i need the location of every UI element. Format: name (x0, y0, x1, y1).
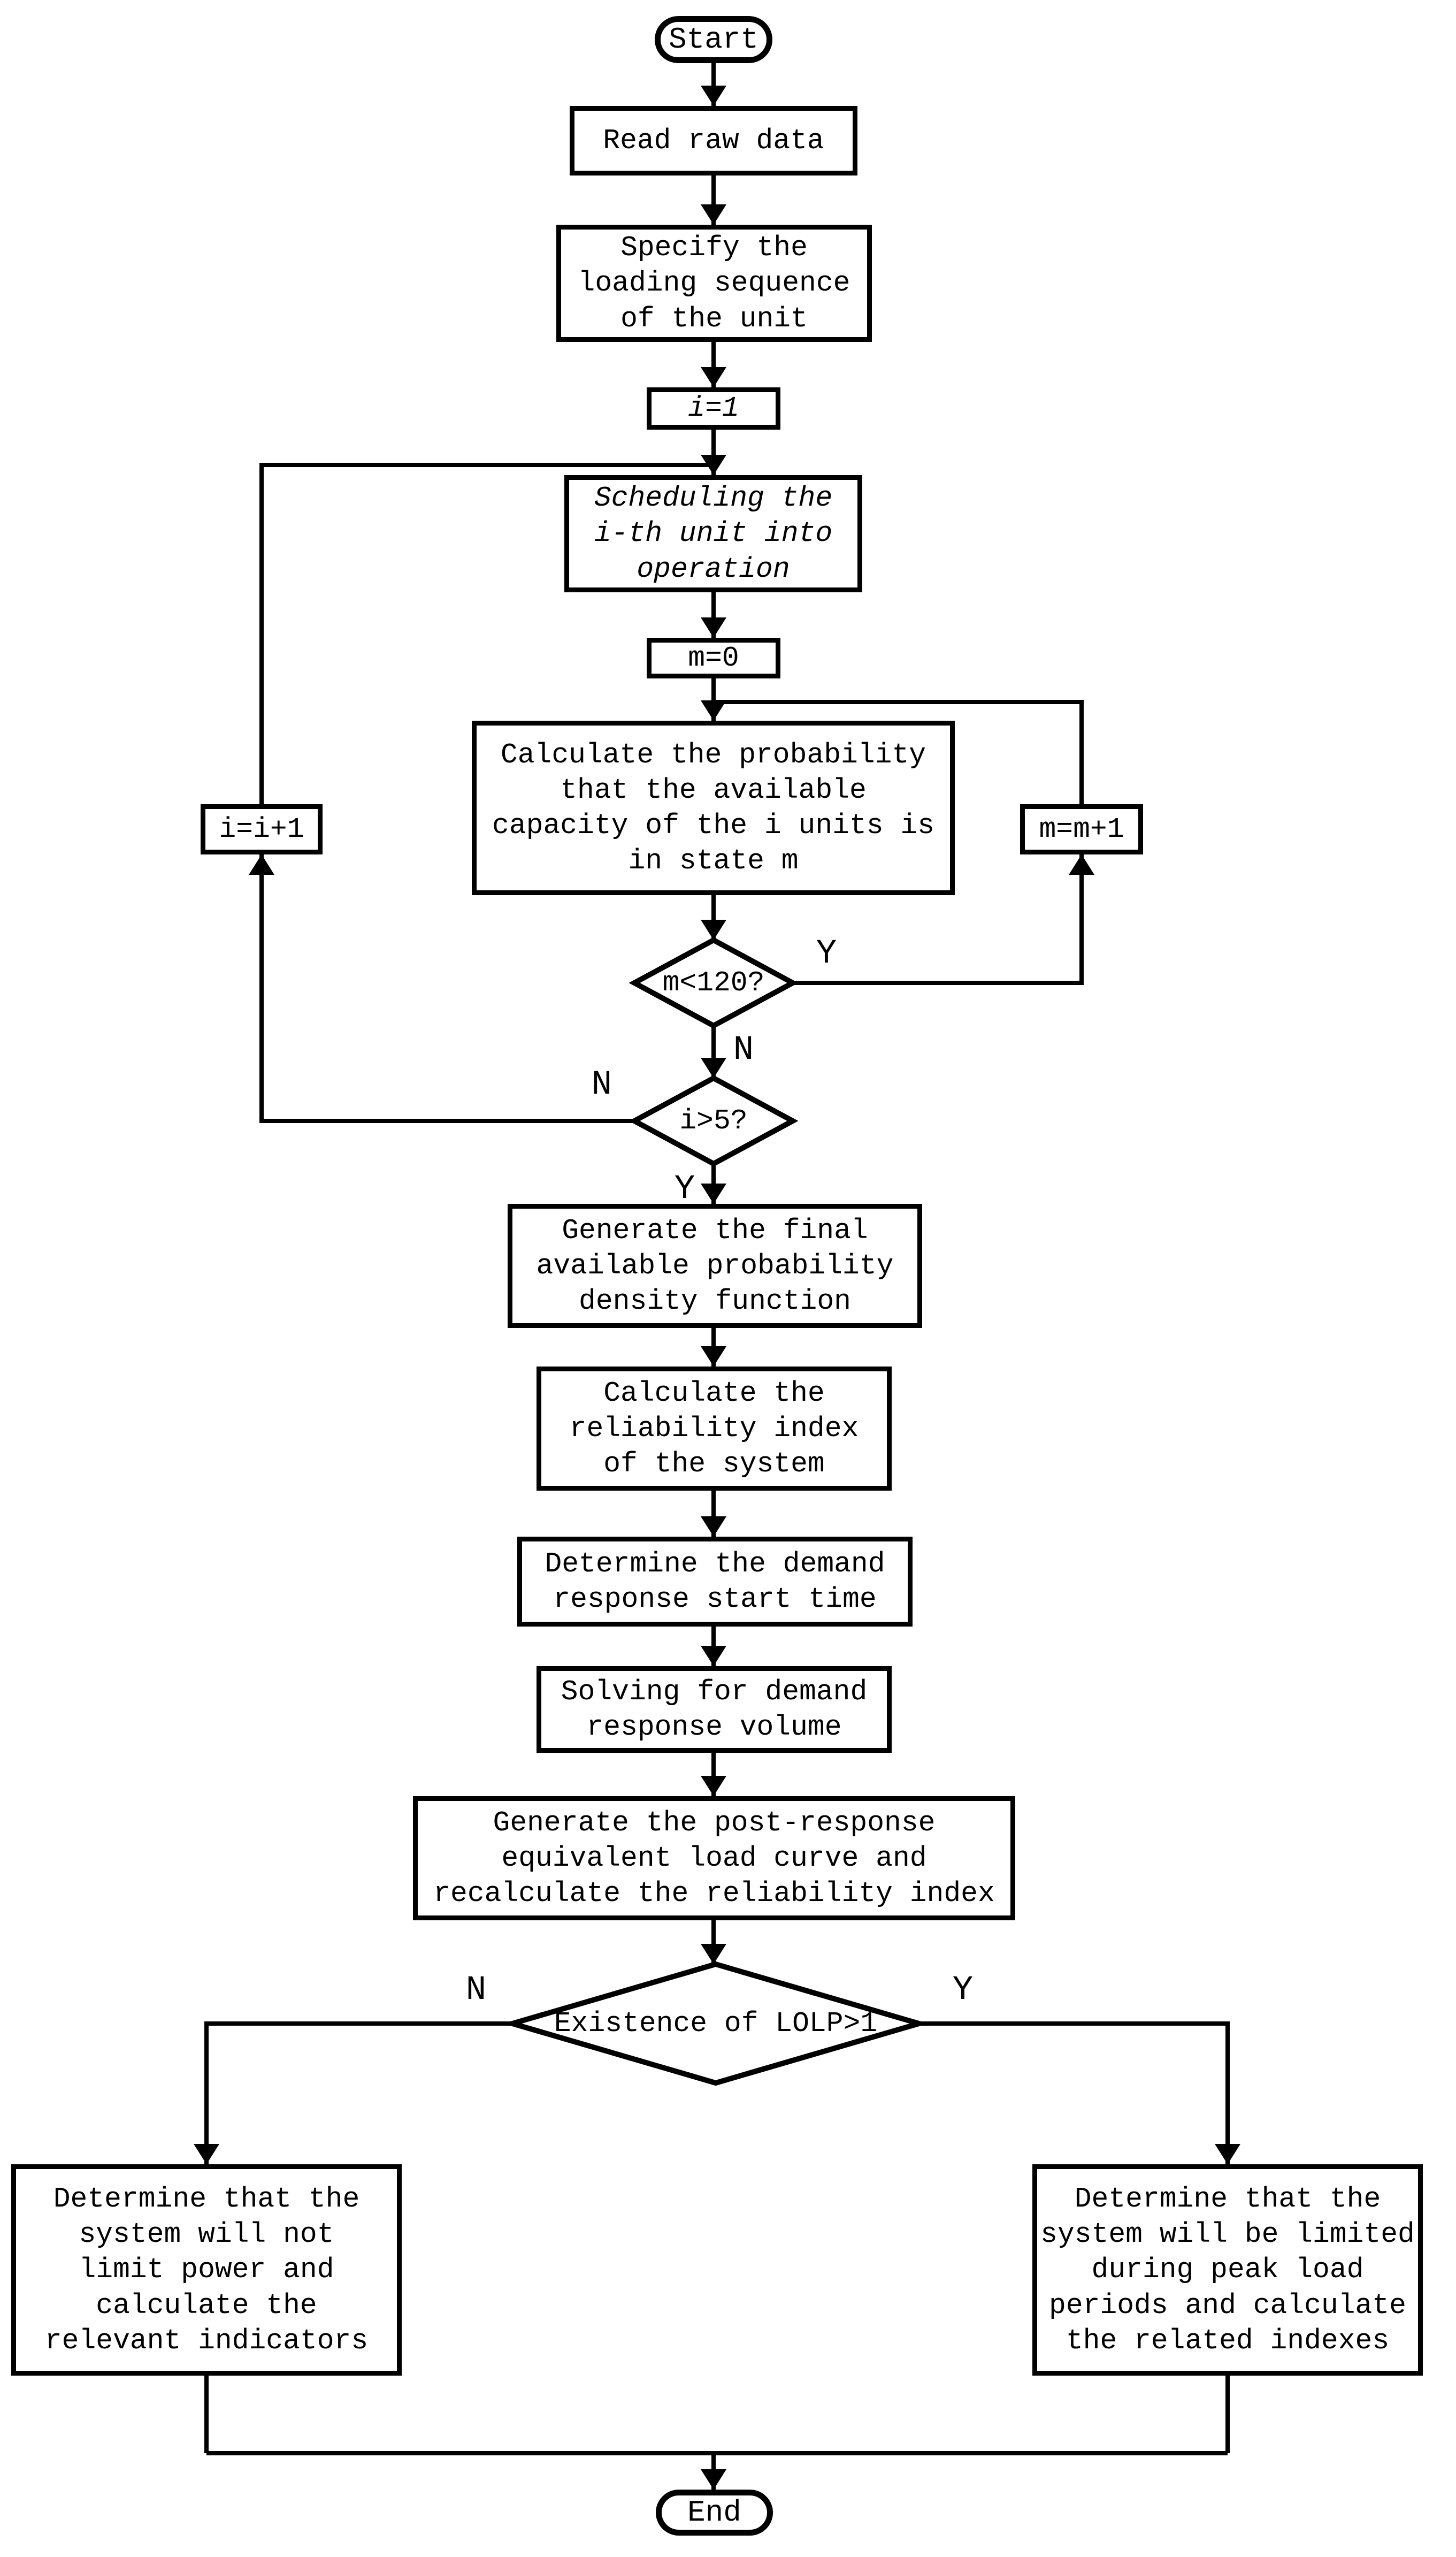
edge-deci-no-loop (259, 854, 634, 1123)
arrowhead (701, 367, 726, 387)
arrowhead (701, 700, 726, 721)
process-no-power-limit: Determine that the system will not limit… (11, 2164, 402, 2376)
process-specify-loading-sequence-label: Specify the loading sequence of the unit (578, 232, 850, 335)
process-increment-m-label: m=m+1 (1039, 813, 1124, 845)
process-generate-final-pdf: Generate the final available probability… (508, 1204, 922, 1328)
arrowhead (701, 1776, 726, 1796)
arrowhead (701, 1944, 726, 1964)
decision-m-label: m<120? (634, 940, 793, 1026)
branch-label-m-yes: Y (816, 934, 837, 973)
arrowhead (701, 2469, 726, 2490)
process-scheduling-unit-label: Scheduling the i-th unit into operation (594, 482, 833, 585)
arrowhead (249, 854, 274, 875)
decision-i-label: i>5? (634, 1078, 793, 1164)
process-calc-reliability-index-label: Calculate the reliability index of the s… (569, 1377, 859, 1480)
branch-label-m-no: N (733, 1031, 754, 1070)
process-determine-dr-start-time-label: Determine the demand response start time (545, 1547, 885, 1615)
process-calc-probability-label: Calculate the probability that the avail… (492, 738, 934, 877)
branch-label-lolp-yes: Y (952, 1971, 974, 2010)
arrowhead (1069, 854, 1094, 875)
decision-i-text: i>5? (679, 1104, 748, 1137)
process-generate-post-response-curve-label: Generate the post-response equivalent lo… (433, 1806, 995, 1910)
process-read-raw-data: Read raw data (570, 106, 857, 175)
process-solve-dr-volume-label: Solving for demand response volume (561, 1675, 868, 1743)
process-init-m: m=0 (647, 638, 780, 678)
arrowheads (194, 86, 1240, 2490)
process-determine-dr-start-time: Determine the demand response start time (517, 1537, 913, 1627)
arrowhead (701, 86, 726, 106)
arrowhead (701, 920, 726, 940)
process-increment-i: i=i+1 (201, 804, 323, 854)
start-label: Start (668, 22, 759, 57)
process-generate-post-response-curve: Generate the post-response equivalent lo… (413, 1796, 1015, 1920)
decision-m-text: m<120? (662, 966, 765, 999)
end-terminator: End (656, 2490, 773, 2536)
edge-decm-yes-loop (793, 854, 1084, 985)
process-init-i: i=1 (647, 387, 780, 430)
process-generate-final-pdf-label: Generate the final available probability… (536, 1214, 894, 1318)
process-calc-probability: Calculate the probability that the avail… (472, 721, 955, 895)
decision-lolp-diamond (503, 1961, 929, 2086)
arrowhead (701, 1058, 726, 1078)
process-increment-i-label: i=i+1 (219, 813, 304, 845)
arrowhead (701, 1184, 726, 1204)
process-init-m-label: m=0 (688, 642, 739, 674)
start-terminator: Start (655, 16, 772, 63)
arrowhead (1215, 2144, 1240, 2164)
decision-m-diamond (629, 937, 799, 1029)
branch-label-i-yes: Y (674, 1170, 695, 1209)
process-specify-loading-sequence: Specify the loading sequence of the unit (556, 225, 872, 342)
edge-inci-scheduling (259, 463, 714, 804)
arrowhead (701, 617, 726, 638)
process-read-raw-data-label: Read raw data (603, 124, 824, 157)
arrowhead (194, 2144, 219, 2164)
process-solve-dr-volume: Solving for demand response volume (537, 1666, 892, 1753)
decision-lolp-label: Existence of LOLP>1 (512, 1964, 919, 2083)
branch-label-lolp-no: N (465, 1971, 487, 2010)
process-power-limited: Determine that the system will be limite… (1032, 2164, 1423, 2376)
process-power-limited-label: Determine that the system will be limite… (1040, 2182, 1415, 2357)
process-scheduling-unit: Scheduling the i-th unit into operation (564, 475, 862, 592)
process-increment-m: m=m+1 (1020, 804, 1143, 854)
arrowhead (701, 204, 726, 225)
arrowhead (701, 1646, 726, 1666)
arrowhead (701, 1516, 726, 1537)
arrowhead (701, 455, 726, 475)
process-no-power-limit-label: Determine that the system will not limit… (44, 2182, 369, 2357)
edge-declolp-no (204, 2021, 512, 2164)
edge-incm-calcprob (714, 700, 1084, 804)
process-init-i-label: i=1 (688, 392, 739, 425)
arrowhead (701, 1346, 726, 1367)
decision-lolp-text: Existence of LOLP>1 (554, 2007, 878, 2040)
decision-diamonds (503, 937, 929, 2086)
end-label: End (687, 2495, 741, 2530)
edge-declolp-yes (919, 2021, 1230, 2164)
process-calc-reliability-index: Calculate the reliability index of the s… (537, 1367, 892, 1491)
branch-label-i-no: N (591, 1065, 612, 1104)
decision-i-diamond (629, 1075, 799, 1167)
